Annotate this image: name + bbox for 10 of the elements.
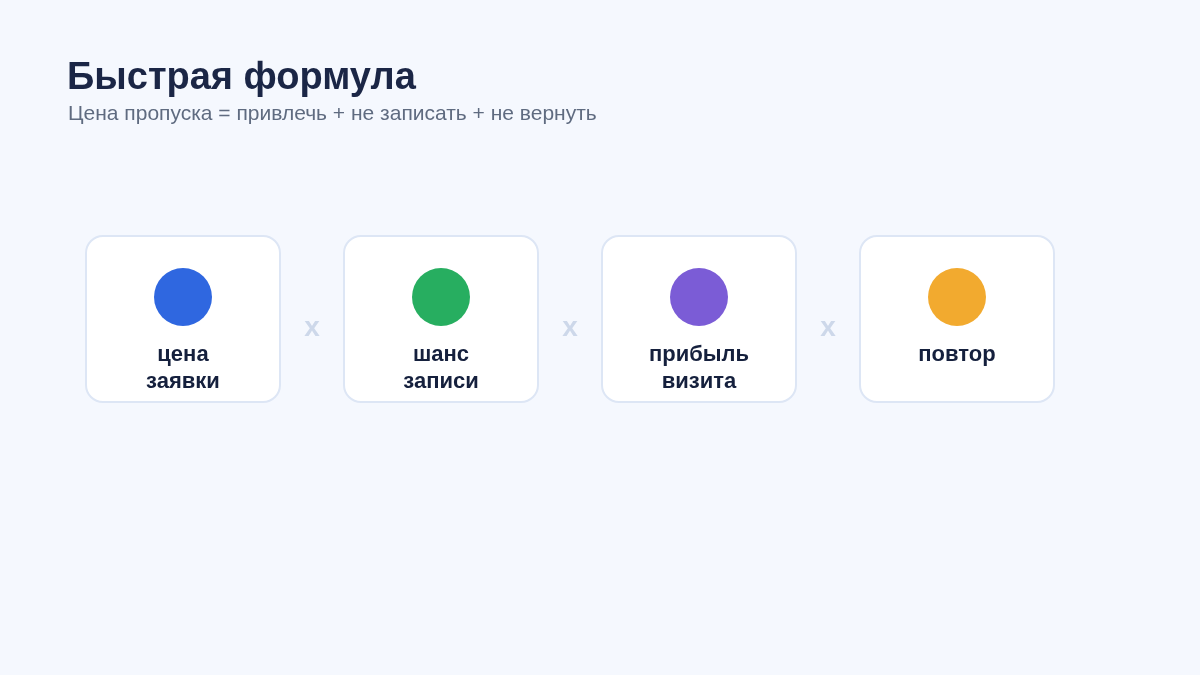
- factor-label: шанс записи: [402, 340, 480, 394]
- factor-card: [85, 235, 281, 403]
- title: Быстрая формула: [67, 54, 416, 99]
- factor-card: [859, 235, 1055, 403]
- factor-label: прибыль визита: [647, 340, 751, 394]
- factor-label: повтор: [917, 340, 997, 367]
- factor-label: цена заявки: [145, 340, 221, 394]
- factor-card: [343, 235, 539, 403]
- subtitle: Цена пропуска = привлечь + не записать + не вернуть: [68, 100, 597, 126]
- factor-card: [601, 235, 797, 403]
